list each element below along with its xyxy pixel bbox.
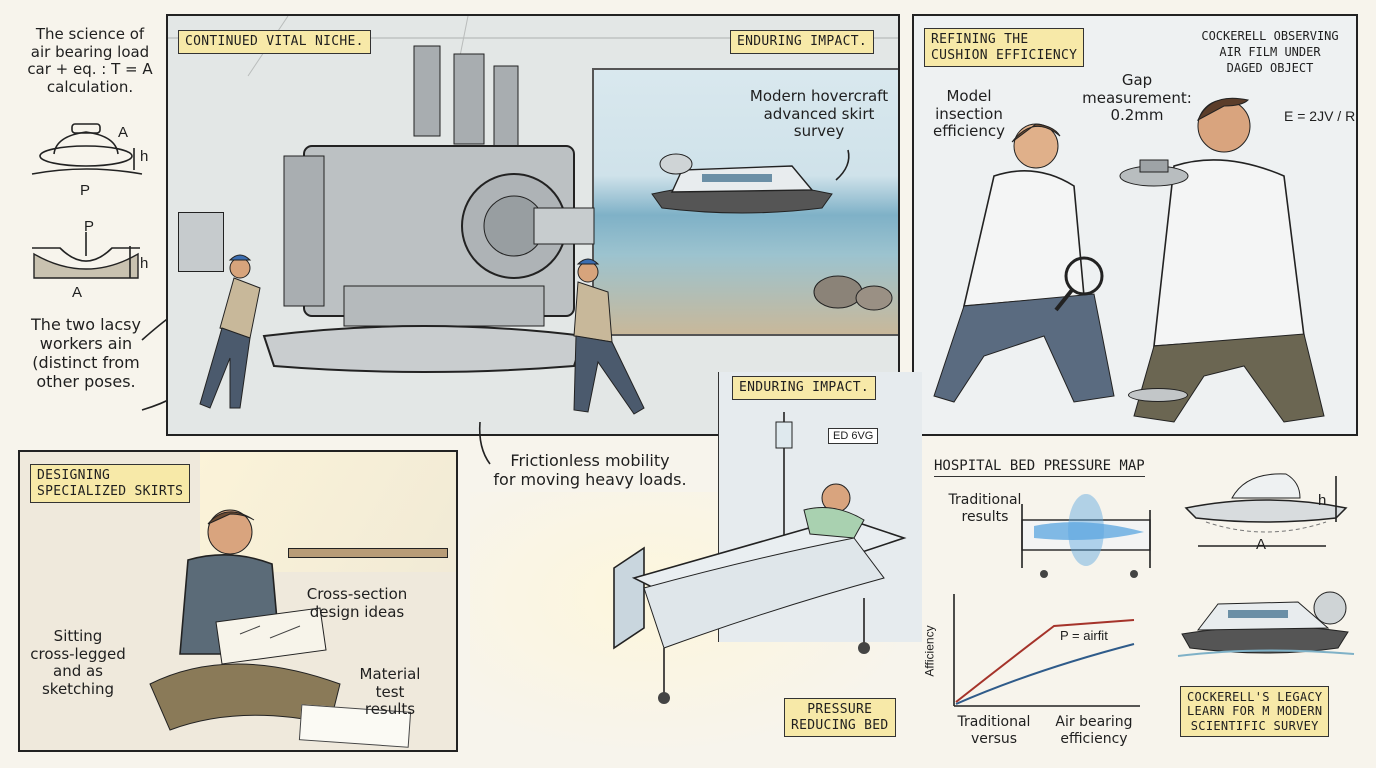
diagram1-label-a: A xyxy=(118,124,129,141)
right-a-label: A xyxy=(1256,536,1267,553)
control-panel xyxy=(178,212,224,272)
hovercraft-side-illustration xyxy=(1177,591,1355,657)
pressure-map-bed xyxy=(1021,494,1151,578)
diagram1-label-p: P xyxy=(80,182,91,199)
efficiency-curve-label: P = airfit xyxy=(1060,628,1108,643)
diagram2-label-h: h xyxy=(140,255,149,272)
xlabel-air-bearing: Air bearing efficiency xyxy=(1055,714,1133,747)
traditional-results-note: Traditional results xyxy=(948,492,1022,525)
model-note: Model insection efficiency xyxy=(932,87,1005,141)
efficiency-equation: E = 2JV / R xyxy=(1284,108,1356,124)
designer-panel: DESIGNING SPECIALIZED SKIRTS Cross-secti… xyxy=(18,450,458,752)
hovercraft-note: Modern hovercraft advanced skirt survey xyxy=(749,87,889,141)
tag-cockerell-legacy: COCKERELL'S LEGACY LEARN FOR M MODERN SC… xyxy=(1180,686,1330,738)
efficiency-chart xyxy=(953,594,1140,707)
observe-note: COCKERELL OBSERVING AIR FILM UNDER DAGED… xyxy=(1201,29,1339,76)
material-note: Material test results xyxy=(359,665,421,719)
right-h-label: h xyxy=(1318,492,1327,509)
air-bearing-diagram xyxy=(31,123,143,175)
worker-left xyxy=(199,254,261,409)
hospital-bed-illustration xyxy=(613,483,907,704)
diagram1-label-h: h xyxy=(140,148,149,165)
efficiency-ylabel: Afficiency xyxy=(922,625,937,677)
man-scientist-illustration xyxy=(1119,97,1325,423)
designer-sketching-illustration xyxy=(149,509,341,731)
intro-note: The science of air bearing load car + eq… xyxy=(27,25,153,97)
woman-scientist-illustration xyxy=(933,123,1115,403)
pressure-cross-section-diagram xyxy=(32,232,140,279)
tag-designing-skirts: DESIGNING SPECIALIZED SKIRTS xyxy=(30,464,191,504)
heavy-machine-illustration xyxy=(262,45,595,373)
industrial-panel: CONTINUED VITAL NICHE. ENDURING IMPACT. … xyxy=(166,14,900,436)
sitting-note: Sitting cross-legged and as sketching xyxy=(30,627,126,699)
frictionless-note: Frictionless mobility for moving heavy l… xyxy=(493,451,687,489)
diagram2-label-p: P xyxy=(84,218,95,235)
cross-section-note: Cross-section design ideas xyxy=(306,585,408,621)
tag-continued-vital-niche: CONTINUED VITAL NICHE. xyxy=(178,30,371,54)
tag-pressure-reducing-bed: PRESSURE REDUCING BED xyxy=(784,698,896,738)
tag-refining-cushion: REFINING THE CUSHION EFFICIENCY xyxy=(924,28,1085,68)
sample-disk xyxy=(1128,388,1188,402)
tag-enduring-impact-hospital: ENDURING IMPACT. xyxy=(732,376,877,400)
diagram2-label-a: A xyxy=(72,284,83,301)
xlabel-traditional: Traditional versus xyxy=(957,714,1031,747)
tag-enduring-impact: ENDURING IMPACT. xyxy=(730,30,875,54)
hospital-scene: ED 6VG ENDURING IMPACT. PRESSURE REDUCIN… xyxy=(470,372,922,756)
hovercraft-cross-section-diagram xyxy=(1184,473,1348,547)
lab-panel: REFINING THE CUSHION EFFICIENCY COCKEREL… xyxy=(912,14,1358,436)
desk xyxy=(288,548,448,558)
room-sign: ED 6VG xyxy=(828,428,879,444)
workers-note: The two lacsy workers ain (distinct from… xyxy=(31,315,141,391)
arrow-icon xyxy=(478,421,491,465)
rocks-illustration xyxy=(813,275,893,311)
hovercraft-illustration xyxy=(651,153,833,214)
worker-right xyxy=(573,258,645,415)
pressure-map-title: HOSPITAL BED PRESSURE MAP xyxy=(934,458,1145,477)
gap-note: Gap measurement: 0.2mm xyxy=(1082,71,1192,125)
arrow-icon xyxy=(835,149,850,181)
